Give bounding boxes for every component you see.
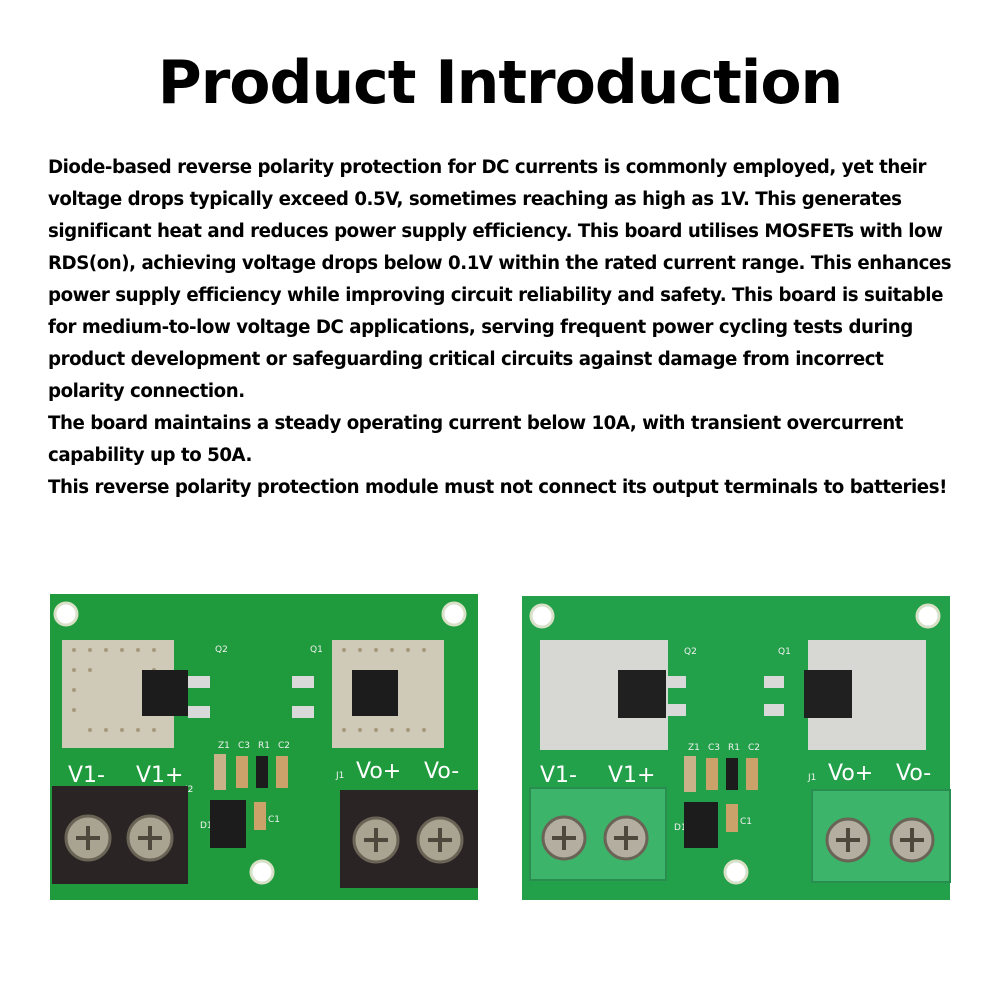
diode-d1: [684, 802, 718, 848]
mount-hole-top-left: [53, 601, 79, 627]
label-v1-plus: V1+: [136, 763, 183, 788]
label-vo-plus: Vo+: [828, 761, 873, 786]
label-v1-plus: V1+: [608, 763, 655, 788]
label-vo-plus: Vo+: [356, 759, 401, 784]
silk-q2: Q2: [215, 645, 228, 655]
silk-r1: R1: [258, 741, 270, 751]
diode-d1: [210, 800, 246, 848]
silk-q1: Q1: [778, 647, 791, 657]
silk-c1: C1: [268, 815, 280, 825]
label-v1-minus: V1-: [540, 763, 577, 788]
silk-d1: D1: [674, 823, 687, 833]
silk-c2: C2: [748, 743, 760, 753]
description-paragraph-1: Diode-based reverse polarity protection …: [48, 157, 952, 402]
pcb-board: Q2 Q1 Z1 C3 R1 C2 D1 C1 J2 J1 V1- V1+ Vo…: [522, 596, 951, 900]
label-v1-minus: V1-: [68, 763, 105, 788]
silk-r1: R1: [728, 743, 740, 753]
silk-d1: D1: [200, 821, 213, 831]
board-photo-black-terminals: Q2 Q1 Z1 C3 R1 C2 D1 C1 J2 J1 V1- V1+ Vo…: [50, 590, 490, 910]
mount-hole-top-left: [529, 603, 555, 629]
description-paragraph-2: The board maintains a steady operating c…: [48, 413, 904, 466]
silk-z1: Z1: [218, 741, 230, 751]
mount-hole-top-right: [915, 603, 941, 629]
label-vo-minus: Vo-: [896, 761, 931, 786]
page-title: Product Introduction: [157, 48, 844, 118]
silk-c3: C3: [708, 743, 720, 753]
silk-c1: C1: [740, 817, 752, 827]
silk-c2: C2: [278, 741, 290, 751]
mosfet-q2: [618, 670, 666, 718]
silk-z1: Z1: [688, 743, 700, 753]
label-vo-minus: Vo-: [424, 759, 459, 784]
mount-hole-bottom: [249, 859, 275, 885]
silk-q2: Q2: [684, 647, 697, 657]
diode-z1: [214, 754, 226, 790]
mosfet-q2: [142, 670, 188, 716]
mount-hole-top-right: [441, 601, 467, 627]
description-paragraph-3: This reverse polarity protection module …: [48, 477, 947, 498]
board-photo-green-terminals: Q2 Q1 Z1 C3 R1 C2 D1 C1 J2 J1 V1- V1+ Vo…: [522, 590, 962, 910]
mosfet-q1: [352, 670, 398, 716]
silk-q1: Q1: [310, 645, 323, 655]
mosfet-q1: [804, 670, 852, 718]
mount-hole-bottom: [723, 859, 749, 885]
product-photos: Q2 Q1 Z1 C3 R1 C2 D1 C1 J2 J1 V1- V1+ Vo…: [0, 590, 1000, 910]
silk-j1: J1: [807, 773, 816, 783]
silk-j2: J2: [184, 785, 193, 795]
silk-j1: J1: [335, 771, 344, 781]
pcb-board: Q2 Q1 Z1 C3 R1 C2 D1 C1 J2 J1 V1- V1+ Vo…: [50, 594, 478, 900]
silk-c3: C3: [238, 741, 250, 751]
diode-z1: [684, 756, 696, 792]
description: Diode-based reverse polarity protection …: [48, 152, 958, 504]
